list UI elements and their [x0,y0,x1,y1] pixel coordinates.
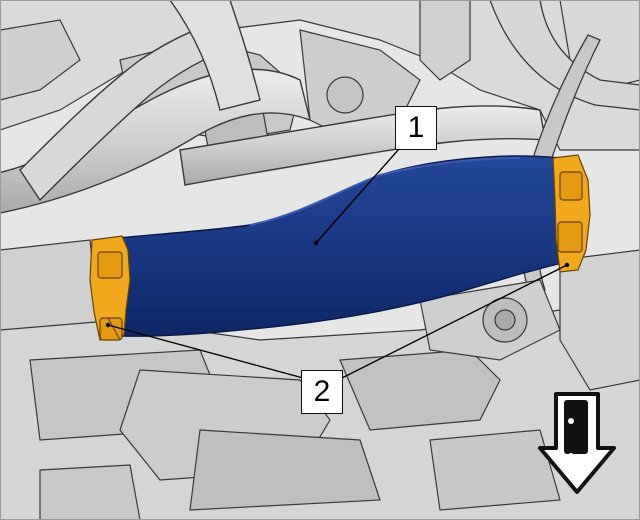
hose-clamp-right [552,154,591,273]
leader-line-1 [315,131,415,244]
intake-hose [99,155,576,337]
leader-dot-1 [313,240,319,246]
callout-label-1: 1 [395,106,437,150]
leader-line-2a [107,324,315,382]
leader-dot-2a [105,322,111,328]
leader-lines [107,131,568,382]
callout-label-2: 2 [301,370,343,414]
hose-clamp-left [89,235,131,341]
down-arrow-with-vehicle-icon [538,392,616,494]
leader-line-2b [335,264,568,382]
curved-pipe-upper [0,0,312,214]
leader-dot-2b [564,262,570,268]
